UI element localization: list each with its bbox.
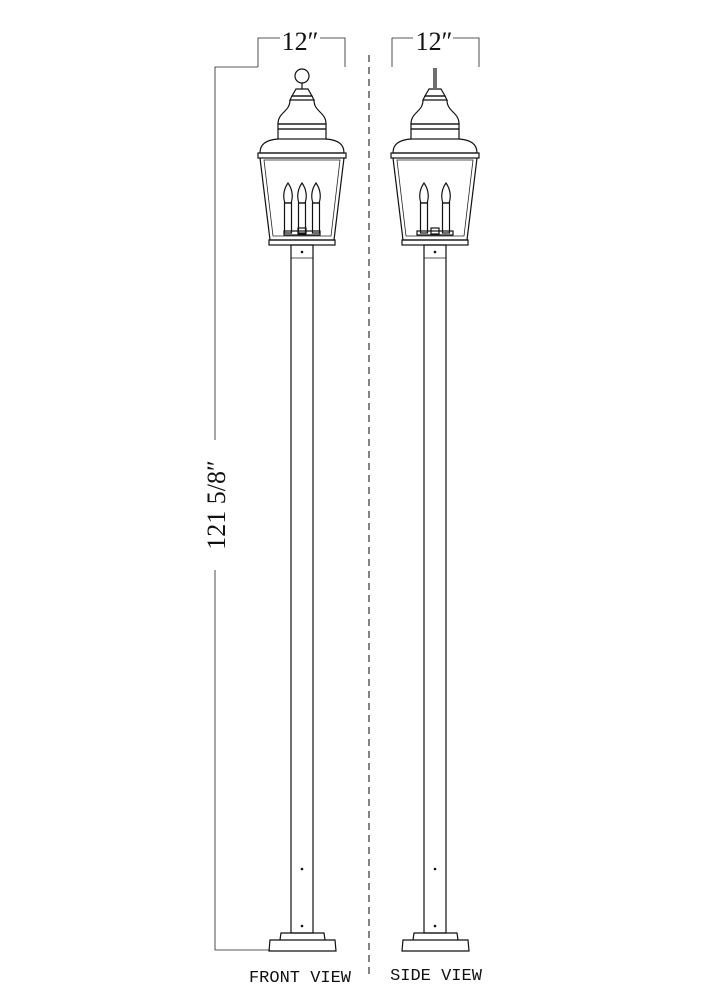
candle-cup-bar: [416, 230, 454, 236]
finial: [423, 88, 447, 97]
front-width-label: 12″: [282, 27, 319, 56]
glass-panel: [396, 159, 474, 237]
lamp-cap: [277, 99, 327, 125]
base-step: [412, 932, 459, 941]
post: [290, 244, 314, 934]
candle-flame: [419, 181, 429, 204]
front-view-label: FRONT VIEW: [249, 969, 352, 988]
front-view-lamp-post: [257, 68, 347, 952]
cap-band: [410, 128, 460, 140]
screw: [433, 924, 437, 928]
base-plate: [268, 239, 336, 246]
height-label: 121 5/8″: [202, 460, 231, 550]
base-plate: [401, 239, 469, 246]
base-plinth: [268, 939, 337, 952]
lamp-hood: [259, 138, 345, 154]
candle-sleeve: [311, 202, 321, 234]
front-width-dimension: 12″: [257, 27, 346, 67]
candle-flame: [441, 181, 451, 204]
hanging-ring: [294, 68, 310, 84]
candle-flame: [283, 181, 293, 204]
finial: [290, 88, 314, 97]
screw: [300, 867, 304, 871]
candle-flame: [297, 181, 307, 204]
candle-sleeve: [283, 202, 293, 234]
candle-sleeve: [441, 202, 451, 234]
candle-cup-bar: [283, 230, 321, 236]
side-view-lamp-post: [390, 68, 480, 952]
post: [423, 244, 447, 934]
height-dimension: 121 5/8″: [200, 66, 270, 951]
candle-sleeve: [297, 202, 307, 234]
side-view-label: SIDE VIEW: [390, 967, 483, 986]
side-width-label: 12″: [416, 27, 453, 56]
candle-flame: [311, 181, 321, 204]
lamp-cap: [410, 99, 460, 125]
glass-panel: [263, 159, 341, 237]
lamp-hood: [392, 138, 478, 154]
screw: [433, 250, 437, 254]
screw: [433, 867, 437, 871]
base-plinth: [401, 939, 470, 952]
screw: [300, 924, 304, 928]
screw: [300, 250, 304, 254]
cap-band: [277, 128, 327, 140]
side-width-dimension: 12″: [391, 27, 480, 67]
base-step: [279, 932, 326, 941]
candle-sleeve: [419, 202, 429, 234]
